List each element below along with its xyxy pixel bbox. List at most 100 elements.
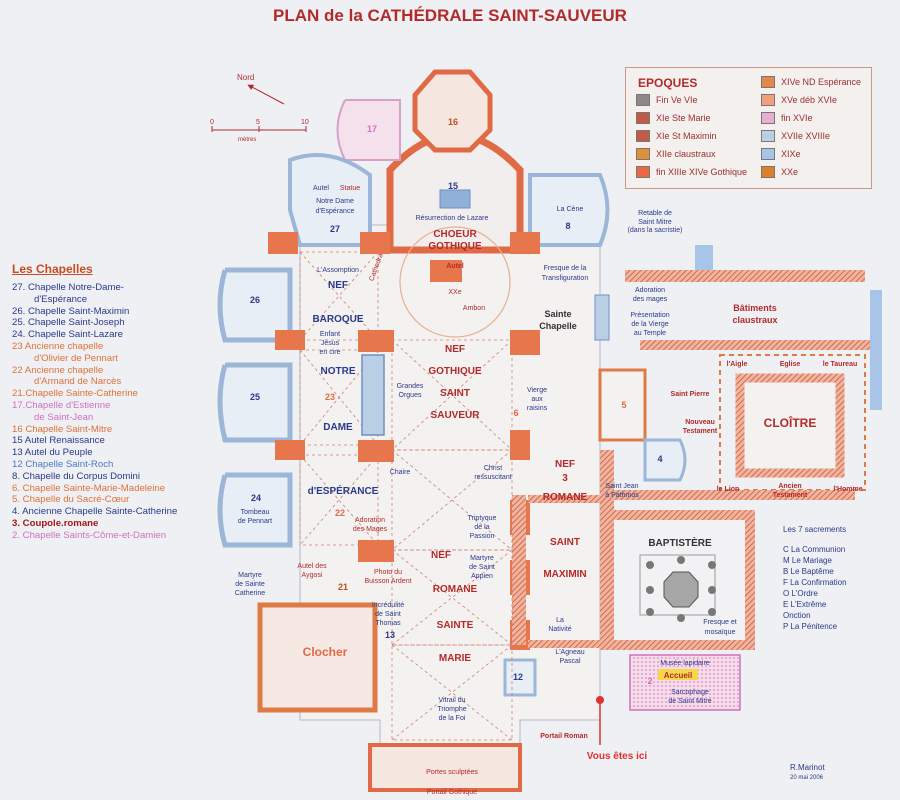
ann-tombeau-1: Tombeau: [241, 509, 270, 516]
nef-gothique-3: SAINT: [440, 388, 470, 399]
legend-label: XIe Ste Marie: [656, 113, 711, 123]
building-outline: [217, 69, 687, 792]
nef-romane-1: NEF: [431, 550, 451, 561]
ann-vous-etes-ici: Vous êtes ici: [587, 751, 648, 762]
musee-lapidaire-area: [629, 654, 741, 711]
chapel-list-item: de Saint-Jean: [34, 411, 94, 423]
ann-resurrection: Résurrection de Lazare: [416, 215, 489, 222]
num-24: 24: [251, 493, 261, 503]
sacrement-2: B Le Baptême: [783, 567, 834, 576]
nef-gothique-4: SAUVEUR: [431, 410, 481, 421]
sacrement-0: C La Communion: [783, 545, 845, 554]
clocher-label: Clocher: [303, 645, 348, 659]
num-4: 4: [657, 454, 662, 464]
ann-christ-2: ressuscitant: [474, 474, 511, 481]
legend-label: fin XVIe: [781, 113, 813, 123]
ann-musee: Musée lapidaire: [660, 660, 710, 667]
num-23: 23: [325, 392, 335, 402]
num-21: 21: [338, 582, 348, 592]
sacrements-list: Les 7 sacrements C La Communion M Le Mar…: [783, 525, 847, 631]
nef-romane-4: MARIE: [439, 653, 472, 664]
sacrement-5: E L'Extrême: [783, 600, 827, 609]
credit-author: R.Marinot: [790, 763, 825, 772]
chapels-heading: Les Chapelles: [12, 262, 93, 276]
legend-item-left: Fin Ve VIe: [636, 94, 698, 106]
num-12: 12: [513, 672, 523, 682]
chapel-list-item: 6. Chapelle Sainte-Marie-Madeleine: [12, 482, 166, 494]
baptistere-label: BAPTISTÈRE: [648, 536, 712, 549]
num-2: 2: [647, 676, 652, 686]
ann-triptyque-1: Triptyque: [468, 515, 497, 522]
north-arrow: Nord: [237, 73, 285, 105]
scale-bar: 0 5 10 mètres: [210, 119, 309, 143]
notre-dame-3: d'ESPÉRANCE: [308, 484, 379, 497]
legend-item-left: XIe St Maximin: [636, 130, 717, 142]
page-title: PLAN de la CATHÉDRALE SAINT-SAUVEUR: [273, 6, 627, 25]
ann-vierge-1: Vierge: [527, 387, 547, 394]
legend-heading: EPOQUES: [638, 76, 698, 90]
ann-fresque-mosaique-1: Fresque et: [703, 619, 737, 626]
ann-portail-gothique: Portail Gothique: [427, 789, 477, 796]
ann-nativite-2: Nativité: [548, 626, 571, 633]
legend-label: Fin Ve VIe: [656, 95, 698, 105]
legend-item-right: XVIIe XVIIIe: [761, 130, 830, 142]
chapel-list-item: 21.Chapelle Sainte-Catherine: [12, 388, 138, 400]
num-25: 25: [250, 392, 260, 402]
legend-swatch: [636, 148, 650, 160]
sainte-chapelle-2: Chapelle: [539, 321, 577, 331]
ann-orgues-2: Orgues: [399, 392, 422, 399]
ann-sarcophage-2: de Saint Mitre: [668, 698, 711, 705]
you-are-here-marker: [596, 696, 604, 704]
ann-appien-3: Appien: [471, 573, 493, 580]
ann-presentation-2: de la Vierge: [631, 321, 668, 328]
legend-label: XIe St Maximin: [656, 131, 717, 141]
ann-taureau: le Taureau: [823, 361, 858, 368]
scale-tick-10: 10: [301, 119, 309, 126]
ann-retable-1: Retable de: [638, 210, 672, 217]
ann-appien-2: de Saint: [469, 564, 495, 571]
nef-baroque-2: BAROQUE: [312, 314, 363, 325]
ann-nouveau-2: Testament: [683, 428, 718, 435]
chapel-list-item: 22 Ancienne chapelle: [12, 364, 104, 376]
legend-swatch: [761, 94, 775, 106]
ann-vierge-2: aux: [531, 396, 543, 403]
nef-gothique-2: GOTHIQUE: [428, 366, 482, 377]
ann-triptyque-2: de la: [474, 524, 489, 531]
legend-item-right: XIVe ND Espérance: [761, 76, 861, 88]
ann-sarcophage-1: Sarcophage: [671, 689, 709, 696]
ann-ambon: Ambon: [463, 305, 485, 312]
ann-appien-1: Martyre: [470, 555, 494, 562]
autel-15-shape: [439, 189, 471, 209]
legend-item-left: fin XIIIe XIVe Gothique: [636, 166, 747, 178]
chapel-list-item: 8. Chapelle du Corpus Domini: [12, 470, 140, 482]
legend-swatch: [761, 112, 775, 124]
ann-enfant-2: Jésus: [321, 340, 340, 347]
ann-transfig-1: Fresque de la: [544, 265, 587, 272]
ann-vitrail-1: Vitrail du: [438, 697, 465, 704]
ann-aygosi-1: Autel des: [297, 563, 327, 570]
ann-vitrail-3: de la Foi: [439, 715, 466, 722]
num-16: 16: [448, 117, 458, 127]
ann-autel: Autel: [313, 185, 329, 192]
scale-tick-0: 0: [210, 119, 214, 126]
legend-swatch: [761, 166, 775, 178]
accueil-badge: [658, 669, 698, 680]
ann-la-cene: La Cène: [557, 206, 584, 213]
chapel-list-item: d'Olivier de Pennart: [34, 352, 118, 364]
num-6: 6: [513, 408, 518, 418]
ann-vitrail-2: Triomphe: [437, 706, 466, 713]
chapel-list-item: 2. Chapelle Saints-Côme-et-Damien: [12, 529, 167, 541]
ann-catherine-2: de Sainte: [235, 581, 265, 588]
num-15: 15: [448, 181, 458, 191]
chapel-numbers: 16 17 15 27 8 26 25 23 24 22 21 13 12 6 …: [250, 117, 663, 686]
ann-autel-choeur: Autel: [446, 263, 464, 270]
ann-statue: Statue: [340, 185, 360, 192]
ann-retable-2: Saint Mitre: [638, 219, 672, 226]
baptistere: [600, 510, 755, 650]
ann-transfig-2: Transfiguration: [542, 275, 589, 282]
ann-chaire: Chaire: [390, 469, 411, 476]
ann-eglise: Eglise: [780, 361, 801, 368]
num-13: 13: [385, 630, 395, 640]
ann-jean-1: Saint Jean: [605, 483, 638, 490]
nef-romane-2: ROMANE: [433, 584, 478, 595]
